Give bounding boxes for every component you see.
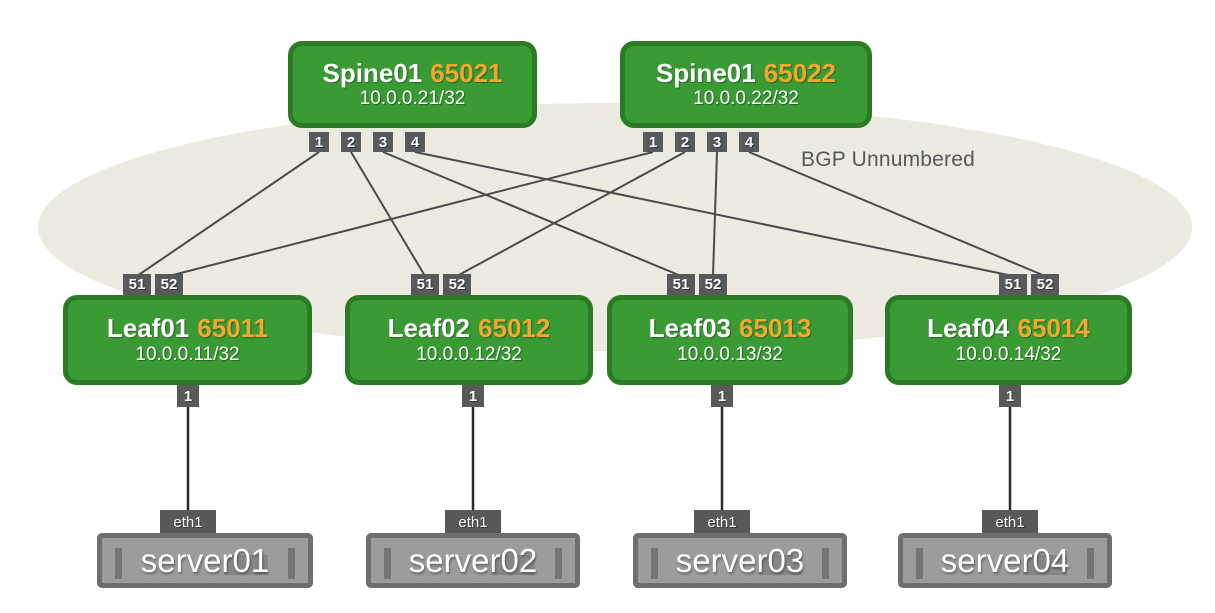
leaf02-port-1: 1 — [462, 385, 484, 407]
spine02-port-2: 2 — [675, 132, 695, 152]
spine02-port-4: 4 — [739, 132, 759, 152]
leaf03-port-1: 1 — [711, 385, 733, 407]
bgp-unnumbered-label: BGP Unnumbered — [801, 148, 976, 171]
leaf02-port-52: 52 — [443, 274, 471, 295]
leaf03-port-51: 51 — [667, 274, 695, 295]
server-left-bar — [115, 548, 122, 579]
bgp-fabric-ellipse — [38, 103, 1192, 351]
node-ip: 10.0.0.14/32 — [955, 343, 1062, 365]
server-right-bar — [1087, 548, 1094, 579]
server04-eth1-port: eth1 — [982, 510, 1038, 534]
leaf01-port-1: 1 — [177, 385, 199, 407]
spine01-port-2: 2 — [341, 132, 361, 152]
node-hostname: Leaf02 — [387, 313, 471, 344]
node-asn: 65011 — [197, 313, 269, 344]
spine02-port-3: 3 — [707, 132, 727, 152]
server-name: server01 — [140, 541, 270, 579]
server-left-bar — [384, 548, 391, 579]
server-name: server04 — [940, 541, 1070, 579]
leaf04-port-51: 51 — [999, 274, 1027, 295]
node-hostname: Leaf03 — [648, 313, 732, 344]
leaf01-port-52: 52 — [155, 274, 183, 295]
spine02-port-1: 1 — [643, 132, 663, 152]
server-vent — [1023, 555, 1067, 575]
server-right-bar — [288, 548, 295, 579]
node-asn: 65021 — [430, 57, 503, 88]
node-ip: 10.0.0.21/32 — [359, 88, 466, 110]
spine01-port-1: 1 — [309, 132, 329, 152]
server03-eth1-port: eth1 — [694, 510, 750, 534]
node-ip: 10.0.0.12/32 — [416, 343, 522, 365]
server-left-bar — [916, 548, 923, 579]
link-spine2p4-leaf4p52 — [748, 151, 1046, 277]
leaf04-port-1: 1 — [999, 385, 1021, 407]
node-server04: server04 — [898, 533, 1112, 588]
server-name: server03 — [675, 541, 805, 579]
node-hostname: Leaf04 — [927, 313, 1010, 344]
node-server02: server02 — [366, 533, 580, 588]
node-server03: server03 — [633, 533, 847, 588]
node-server01: server01 — [97, 533, 313, 588]
spine01-port-3: 3 — [373, 132, 393, 152]
link-spine2p1-leaf1p52 — [168, 151, 654, 277]
node-ip: 10.0.0.22/32 — [693, 88, 799, 110]
leaf03-port-52: 52 — [699, 274, 727, 295]
server-right-bar — [822, 548, 829, 579]
server-name: server02 — [408, 541, 538, 579]
leaf02-port-51: 51 — [411, 274, 439, 295]
spine01-port-4: 4 — [405, 132, 425, 152]
server-right-bar — [555, 548, 562, 579]
node-hostname: Spine01 — [655, 57, 756, 88]
node-hostname: Spine01 — [322, 57, 423, 88]
node-ip: 10.0.0.13/32 — [677, 343, 783, 365]
node-asn: 65022 — [763, 57, 837, 88]
link-spine1p3-leaf3p51 — [382, 151, 682, 277]
node-asn: 65013 — [739, 313, 812, 344]
link-spine2p2-leaf2p52 — [456, 151, 686, 277]
link-spine1p1-leaf1p51 — [136, 151, 320, 277]
server01-eth1-port: eth1 — [160, 510, 216, 534]
node-hostname: Leaf01 — [106, 313, 190, 344]
server-vent — [491, 555, 535, 575]
leaf04-port-52: 52 — [1031, 274, 1059, 295]
node-ip: 10.0.0.11/32 — [135, 343, 240, 365]
node-asn: 65014 — [1017, 313, 1090, 344]
node-asn: 65012 — [478, 313, 551, 344]
server-left-bar — [651, 548, 658, 579]
server-vent — [224, 555, 268, 575]
link-spine1p2-leaf2p51 — [350, 151, 426, 277]
server-vent — [758, 555, 802, 575]
server02-eth1-port: eth1 — [445, 510, 501, 534]
link-spine2p3-leaf3p52 — [712, 151, 718, 277]
leaf01-port-51: 51 — [123, 274, 151, 295]
